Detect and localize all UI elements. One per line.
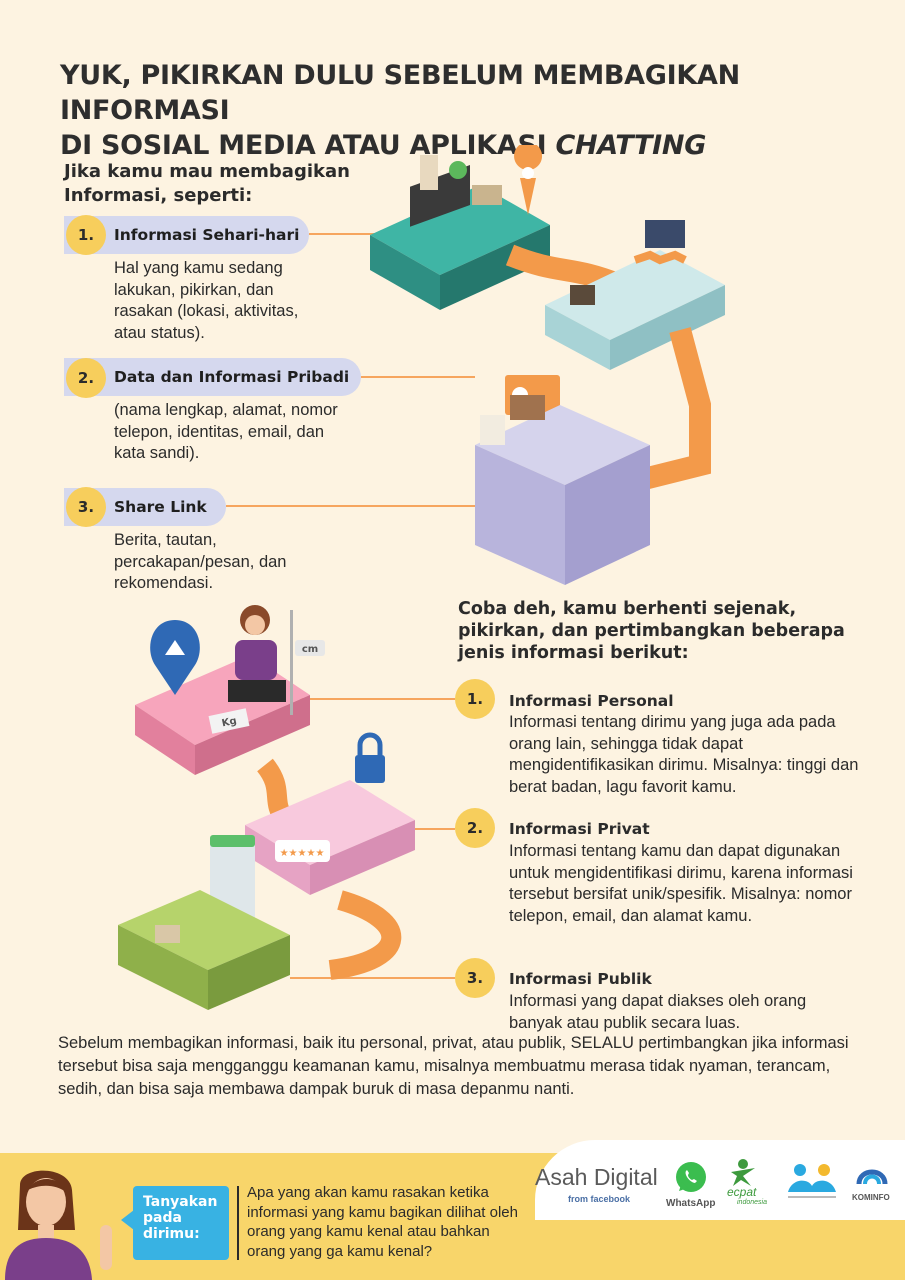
ecpat-logo-icon <box>731 1159 755 1186</box>
consider-heading: Coba deh, kamu berhenti sejenak, pikirka… <box>458 599 845 663</box>
share-item-1-number: 1. <box>66 215 106 255</box>
ecpat-sub-label: indonesia <box>737 1199 767 1206</box>
info-type-1-number: 1. <box>455 679 495 719</box>
info-type-3-description: Informasi yang dapat diakses oleh orang … <box>509 992 807 1032</box>
share-item-3-description: Berita, tautan, percakapan/pesan, dan re… <box>114 531 287 592</box>
woman-thinking-illustration <box>5 1170 112 1280</box>
connector-line <box>290 977 455 979</box>
location-pin-icon <box>514 145 543 170</box>
info-type-3-number: 3. <box>455 958 495 998</box>
reflection-question: Apa yang akan kamu rasakan ketika inform… <box>247 1184 518 1260</box>
share-item-1-description: Hal yang kamu sedang lakukan, pikirkan, … <box>114 259 299 342</box>
summary-paragraph: Sebelum membagikan informasi, baik itu p… <box>58 1034 849 1098</box>
isometric-info-types-illustration: cm Kg ★★★★★ <box>118 605 415 1010</box>
info-type-1-description: Informasi tentang dirimu yang juga ada p… <box>509 713 859 796</box>
rating-box <box>275 840 330 862</box>
connector-line <box>361 376 475 378</box>
share-item-2-number: 2. <box>66 358 106 398</box>
asah-digital-logo: Asah Digital <box>535 1164 658 1190</box>
scale-unit-label: Kg <box>221 716 238 730</box>
title-line-1: YUK, PIKIRKAN DULU SEBELUM MEMBAGIKAN IN… <box>60 60 740 126</box>
divider <box>237 1186 239 1260</box>
connector-line <box>309 233 389 235</box>
info-type-2-number: 2. <box>455 808 495 848</box>
from-facebook-label: from facebook <box>568 1194 631 1204</box>
info-type-3-title: Informasi Publik <box>509 970 652 988</box>
title-line-2: DI SOSIAL MEDIA ATAU APLIKASI CHATTING <box>60 128 890 163</box>
rating-stars: ★★★★★ <box>280 848 325 859</box>
ruler-unit-label: cm <box>302 644 318 655</box>
share-item-2-pill: Data dan Informasi Pribadi <box>64 358 361 396</box>
ecpat-label: ecpat <box>727 1185 757 1199</box>
connector-line <box>300 698 455 700</box>
share-item-3-number: 3. <box>66 487 106 527</box>
whatsapp-label: WhatsApp <box>666 1198 716 1209</box>
ask-yourself-box: Tanyakan pada dirimu: <box>133 1186 229 1260</box>
logo-area <box>535 1140 905 1220</box>
kemenpppa-logo-icon <box>788 1164 836 1198</box>
lock-icon <box>355 755 385 783</box>
info-type-2-title: Informasi Privat <box>509 820 650 838</box>
page-title: YUK, PIKIRKAN DULU SEBELUM MEMBAGIKAN IN… <box>60 58 890 163</box>
share-item-3-title: Share Link <box>114 498 207 516</box>
isometric-rooms-illustration <box>370 145 725 585</box>
ask-box-tail <box>121 1210 134 1230</box>
share-item-2-title: Data dan Informasi Pribadi <box>114 368 350 386</box>
connector-line <box>395 828 455 830</box>
share-item-2-description: (nama lengkap, alamat, nomor telepon, id… <box>114 401 338 462</box>
info-type-1-title: Informasi Personal <box>509 692 674 710</box>
location-pin-icon <box>150 620 200 695</box>
title-line-2-prefix: DI SOSIAL MEDIA ATAU APLIKASI <box>60 130 556 161</box>
kominfo-label: KOMINFO <box>852 1193 890 1202</box>
whatsapp-icon <box>676 1162 706 1192</box>
title-emphasis: CHATTING <box>555 130 707 161</box>
info-type-2-description: Informasi tentang kamu dan dapat digunak… <box>509 842 853 925</box>
connector-line <box>226 505 488 507</box>
share-item-1-title: Informasi Sehari-hari <box>114 226 300 244</box>
kominfo-logo-icon <box>856 1169 888 1185</box>
intro-heading: Jika kamu mau membagikan Informasi, sepe… <box>64 161 350 206</box>
